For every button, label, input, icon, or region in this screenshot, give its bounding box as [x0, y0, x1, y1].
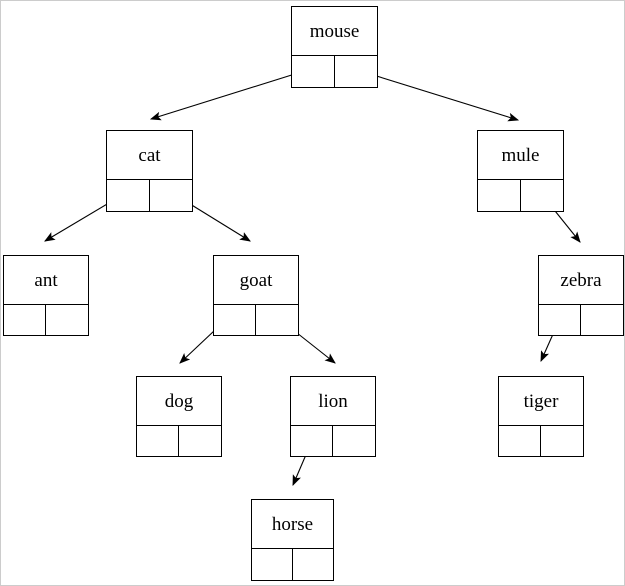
left-pointer-cell[interactable]	[137, 426, 179, 457]
left-pointer-cell[interactable]	[499, 426, 541, 457]
tree-node-pointer-cells	[4, 305, 88, 336]
tree-node-cat[interactable]: cat	[106, 130, 193, 212]
right-pointer-cell[interactable]	[293, 549, 334, 580]
tree-node-zebra[interactable]: zebra	[538, 255, 624, 336]
tree-node-pointer-cells	[478, 180, 563, 211]
tree-node-pointer-cells	[137, 426, 221, 457]
right-pointer-cell[interactable]	[335, 56, 378, 87]
tree-node-label: horse	[252, 500, 333, 549]
tree-node-label: mule	[478, 131, 563, 180]
right-pointer-cell[interactable]	[46, 305, 88, 336]
right-pointer-cell[interactable]	[521, 180, 564, 211]
tree-node-label: goat	[214, 256, 298, 305]
left-pointer-cell[interactable]	[107, 180, 150, 211]
left-pointer-cell[interactable]	[214, 305, 256, 336]
right-pointer-cell[interactable]	[581, 305, 623, 336]
tree-node-tiger[interactable]: tiger	[498, 376, 584, 457]
tree-node-label: tiger	[499, 377, 583, 426]
left-pointer-cell[interactable]	[292, 56, 335, 87]
tree-node-label: lion	[291, 377, 375, 426]
tree-node-pointer-cells	[499, 426, 583, 457]
left-pointer-cell[interactable]	[252, 549, 293, 580]
tree-node-horse[interactable]: horse	[251, 499, 334, 581]
tree-node-pointer-cells	[107, 180, 192, 211]
tree-node-pointer-cells	[292, 56, 377, 87]
tree-node-label: mouse	[292, 7, 377, 56]
tree-node-pointer-cells	[252, 549, 333, 580]
tree-node-label: zebra	[539, 256, 623, 305]
left-pointer-cell[interactable]	[291, 426, 333, 457]
tree-node-ant[interactable]: ant	[3, 255, 89, 336]
tree-node-goat[interactable]: goat	[213, 255, 299, 336]
right-pointer-cell[interactable]	[256, 305, 298, 336]
tree-node-label: dog	[137, 377, 221, 426]
tree-node-dog[interactable]: dog	[136, 376, 222, 457]
left-pointer-cell[interactable]	[4, 305, 46, 336]
tree-node-pointer-cells	[214, 305, 298, 336]
left-pointer-cell[interactable]	[478, 180, 521, 211]
tree-node-label: cat	[107, 131, 192, 180]
tree-node-mouse[interactable]: mouse	[291, 6, 378, 88]
tree-node-label: ant	[4, 256, 88, 305]
tree-node-pointer-cells	[539, 305, 623, 336]
tree-node-pointer-cells	[291, 426, 375, 457]
tree-node-lion[interactable]: lion	[290, 376, 376, 457]
right-pointer-cell[interactable]	[541, 426, 583, 457]
left-pointer-cell[interactable]	[539, 305, 581, 336]
right-pointer-cell[interactable]	[150, 180, 193, 211]
right-pointer-cell[interactable]	[179, 426, 221, 457]
tree-node-mule[interactable]: mule	[477, 130, 564, 212]
right-pointer-cell[interactable]	[333, 426, 375, 457]
